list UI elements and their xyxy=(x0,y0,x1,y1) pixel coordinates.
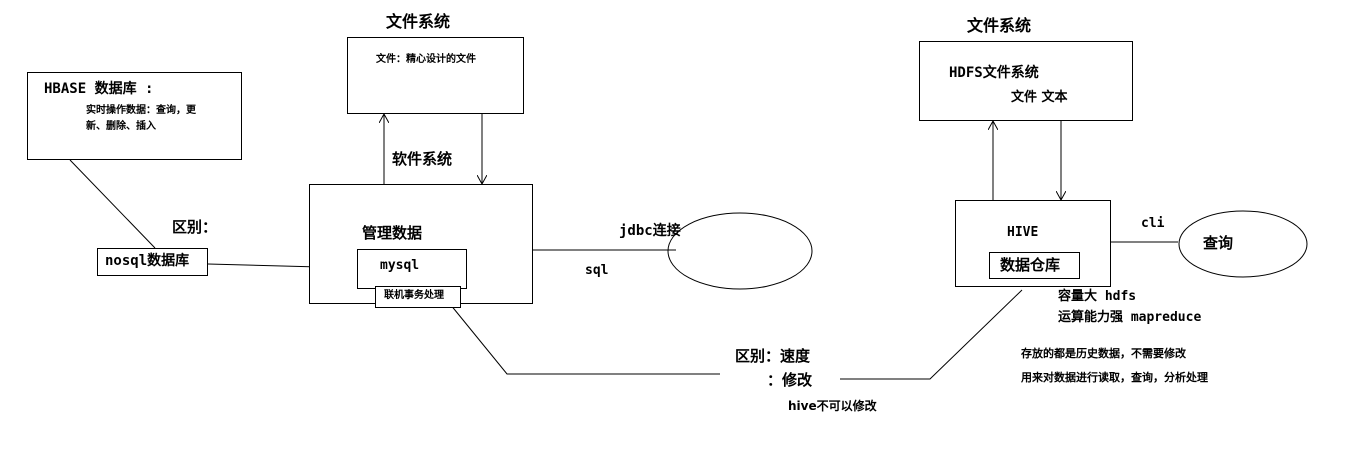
compute-label: 运算能力强 mapreduce xyxy=(1058,310,1202,325)
sql-label: sql xyxy=(585,263,609,278)
hbase-title: HBASE 数据库 : xyxy=(44,81,154,97)
jdbc-label: jdbc连接 xyxy=(619,223,681,239)
capacity-label: 容量大 hdfs xyxy=(1058,289,1137,304)
hbase-desc-line1: 实时操作数据：查询，更 xyxy=(86,105,196,116)
hdfs-label: HDFS文件系统 xyxy=(949,65,1039,81)
hbase-to-nosql-line xyxy=(69,159,156,249)
cli-label: cli xyxy=(1141,216,1165,231)
center-fs-box-text: 文件：精心设计的文件 xyxy=(376,54,476,65)
right-fs-heading: 文件系统 xyxy=(967,16,1032,35)
nosql-label: nosql数据库 xyxy=(105,253,190,269)
warehouse-box: 数据仓库 xyxy=(989,252,1080,279)
hive-label: HIVE xyxy=(1007,225,1039,240)
software-label: 软件系统 xyxy=(392,150,453,168)
center-fs-box: 文件：精心设计的文件 xyxy=(347,37,524,114)
center-fs-heading: 文件系统 xyxy=(386,12,451,31)
query-ellipse xyxy=(1178,210,1308,278)
hbase-box: HBASE 数据库 : 实时操作数据：查询，更 新、删除、插入 xyxy=(27,72,242,160)
oltp-box: 联机事务处理 xyxy=(375,286,461,308)
file-text-label: 文件 文本 xyxy=(1011,90,1068,105)
manage-label: 管理数据 xyxy=(362,224,423,242)
left-diff-label: 区别： xyxy=(172,218,218,236)
oltp-label: 联机事务处理 xyxy=(384,290,444,301)
diff-modify-label: ：修改 xyxy=(767,371,813,389)
mysql-box: mysql xyxy=(357,249,467,289)
compare-line-left xyxy=(449,303,720,375)
note-line2: 用来对数据进行读取，查询，分析处理 xyxy=(1021,371,1208,384)
hdfs-box: HDFS文件系统 文件 文本 xyxy=(919,41,1133,121)
nosql-box: nosql数据库 xyxy=(97,248,208,276)
hbase-desc-line2: 新、删除、插入 xyxy=(86,121,156,132)
query-label: 查询 xyxy=(1203,234,1234,252)
compare-line-right xyxy=(840,289,1023,380)
client-ellipse xyxy=(667,212,813,290)
warehouse-label: 数据仓库 xyxy=(1000,256,1061,274)
hive-note: hive不可以修改 xyxy=(788,399,877,413)
diff-speed-label: 区别：速度 xyxy=(735,347,811,365)
note-line1: 存放的都是历史数据，不需要修改 xyxy=(1021,347,1186,360)
mysql-label: mysql xyxy=(380,258,420,273)
